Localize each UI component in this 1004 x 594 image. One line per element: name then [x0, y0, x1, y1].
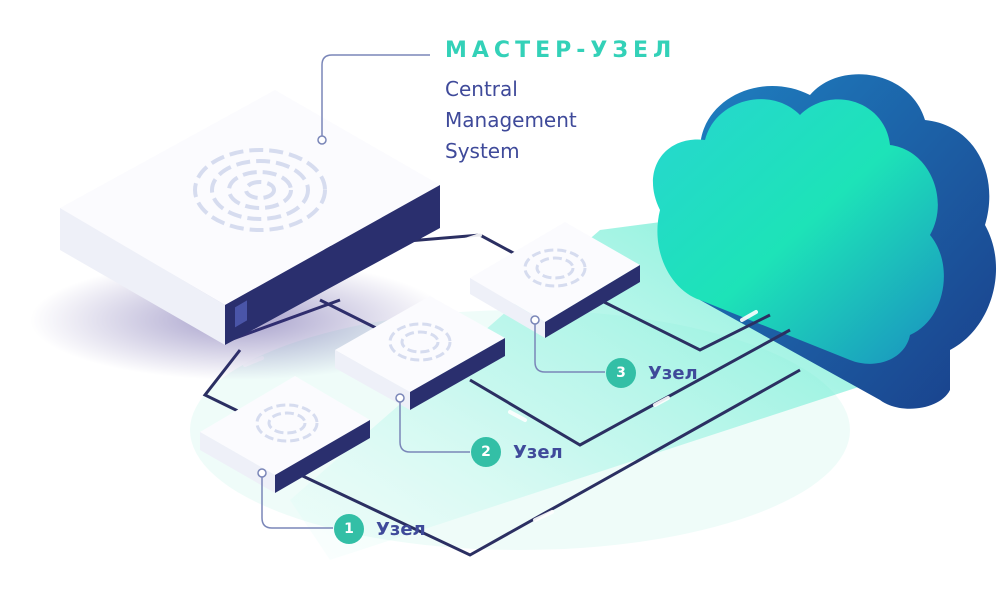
- wire-node2-cloud: [469, 328, 791, 447]
- subtitle-line-2: Management: [445, 108, 577, 132]
- leader-lines: [261, 54, 605, 529]
- node-1-badge: 1: [334, 514, 364, 544]
- wire-node1-cloud: [289, 368, 801, 557]
- node-1-label: 1 Узел: [334, 514, 426, 544]
- node-1-server: [200, 376, 370, 493]
- node-2-server: [335, 296, 505, 410]
- node-2-label: 2 Узел: [471, 437, 563, 467]
- node-3-text: Узел: [648, 362, 698, 384]
- master-node-title: МАСТЕР-УЗЕЛ: [445, 38, 677, 63]
- node-3-server: [470, 222, 640, 338]
- node-2-text: Узел: [513, 441, 563, 463]
- wire-node3-cloud: [599, 298, 771, 352]
- node-3-label: 3 Узел: [606, 358, 698, 388]
- subtitle-line-1: Central: [445, 77, 518, 101]
- subtitle-line-3: System: [445, 139, 520, 163]
- node-2-badge: 2: [471, 437, 501, 467]
- node-1-text: Узел: [376, 518, 426, 540]
- leader-dots: [257, 135, 540, 478]
- node-3-badge: 3: [606, 358, 636, 388]
- cloud-icon: [652, 74, 997, 409]
- master-node-subtitle: Central Management System: [445, 74, 645, 167]
- fingerprint-icon: [193, 148, 327, 232]
